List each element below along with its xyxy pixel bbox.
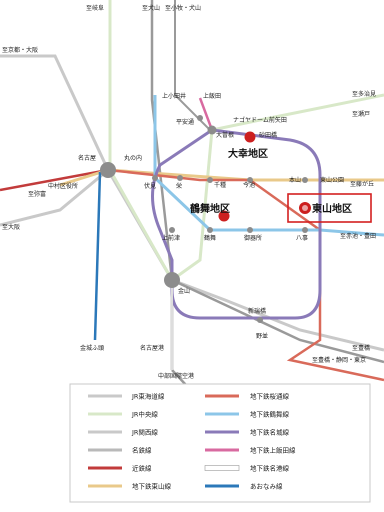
label-osaka: 至大阪: [2, 223, 20, 231]
label-kamiotai: 上小田井: [162, 92, 186, 100]
label-top-nagoya: 至岐阜: [86, 4, 104, 12]
label-sakae: 栄: [176, 182, 182, 190]
node-ozone: [207, 125, 217, 135]
node-tsurumai: [207, 227, 213, 233]
label-ozone: 大曽根: [216, 131, 234, 139]
label-higashiyama-koen: 東山公園: [320, 176, 344, 184]
legend-label: 地下鉄名城線: [250, 428, 290, 437]
node-motoyama: [302, 177, 308, 183]
legend-label: 地下鉄桜通線: [250, 392, 290, 401]
label-top-komaki: 至小牧・犬山: [165, 4, 201, 12]
node-chikusa: [207, 177, 213, 183]
legend-label: 地下鉄上飯田線: [250, 446, 296, 455]
legend-swatch-border: [204, 465, 240, 471]
marker-tsurumai-area: [218, 210, 230, 222]
label-kamiiida: 上飯田: [203, 92, 221, 100]
legend-label: 地下鉄東山線: [132, 482, 172, 491]
node-imaike: [247, 177, 253, 183]
label-yagoto: 八事: [296, 234, 308, 242]
label-centrair: 中部国際空港: [158, 372, 194, 380]
label-yatomi: 至弥富: [28, 190, 46, 198]
node-gokiso: [247, 227, 253, 233]
label-sunadabashi: 砂田橋: [259, 131, 277, 139]
label-aratamabashi: 新瑞橋: [248, 307, 266, 315]
label-gokiso: 御器所: [244, 234, 262, 242]
label-kinjo-futo: 金城ふ頭: [80, 344, 104, 352]
legend-label: あおなみ線: [250, 482, 283, 491]
label-chikusa: 千種: [214, 181, 226, 189]
label-top-inuyama: 至犬山: [142, 4, 160, 12]
legend-label: JR中央線: [131, 410, 158, 419]
label-nonami: 野並: [256, 332, 268, 340]
marker-higashiyama-inner: [302, 205, 308, 211]
label-fushimi: 伏見: [144, 182, 156, 190]
label-fujigaoka: 至藤が丘: [350, 180, 374, 188]
label-meiko: 名古屋港: [140, 344, 164, 352]
node-yagoto: [302, 227, 308, 233]
highlight-box: [287, 193, 372, 223]
label-tajimi: 至多治見: [352, 90, 376, 98]
legend-label: 地下鉄鶴舞線: [250, 410, 290, 419]
node-sakae: [177, 175, 183, 181]
label-motoyama: 本山: [289, 176, 301, 184]
region-ozone: 大幸地区: [228, 147, 268, 160]
node-kamimaezu: [169, 227, 175, 233]
label-tsurumai: 鶴舞: [204, 234, 216, 242]
jr-tokaido-line: [0, 54, 384, 352]
label-imaike: 今池: [243, 181, 255, 189]
legend-label: JR東海道線: [131, 392, 165, 401]
label-seto: 至瀬戸: [352, 110, 370, 118]
legend-label: 地下鉄名港線: [250, 464, 290, 473]
label-kamimaezu: 上前津: [162, 234, 180, 242]
label-toyohashi-shizuoka-tokyo: 至豊橋・静岡・東京: [312, 356, 366, 364]
region-higashiyama: 東山地区: [312, 202, 352, 215]
legend-label: 近鉄線: [132, 464, 152, 473]
legend-box: [69, 383, 371, 503]
label-heian-dori: 平安通: [176, 118, 194, 126]
label-kyoto-osaka: 至京都・大阪: [2, 46, 38, 54]
legend-label: 名鉄線: [132, 446, 152, 455]
label-nagoya: 名古屋: [78, 154, 96, 162]
label-toyohashi: 至豊橋: [352, 344, 370, 352]
label-nakamura: 中村区役所: [48, 182, 78, 190]
region-tsurumai: 鶴舞地区: [190, 202, 230, 215]
node-nagoya: [100, 162, 116, 178]
marker-ozone-area: [244, 131, 256, 143]
kintetsu-line: [0, 168, 109, 192]
node-heian: [197, 115, 203, 121]
node-aratamabashi: [257, 317, 263, 323]
label-kanayama: 金山: [178, 287, 190, 295]
label-akaike-toyota: 至赤池・豊田: [340, 232, 376, 240]
aonami-line: [93, 171, 102, 341]
label-marunouchi: 丸の内: [124, 154, 142, 162]
node-fushimi: [152, 175, 158, 181]
legend-label: JR関西線: [131, 428, 158, 437]
meijo-line: [151, 128, 322, 320]
kamiiida-line: [198, 97, 214, 131]
label-nagoya-dome: ナゴヤドーム前矢田: [233, 116, 287, 124]
jr-kansai-line: [0, 168, 109, 227]
node-kanayama: [164, 272, 180, 288]
